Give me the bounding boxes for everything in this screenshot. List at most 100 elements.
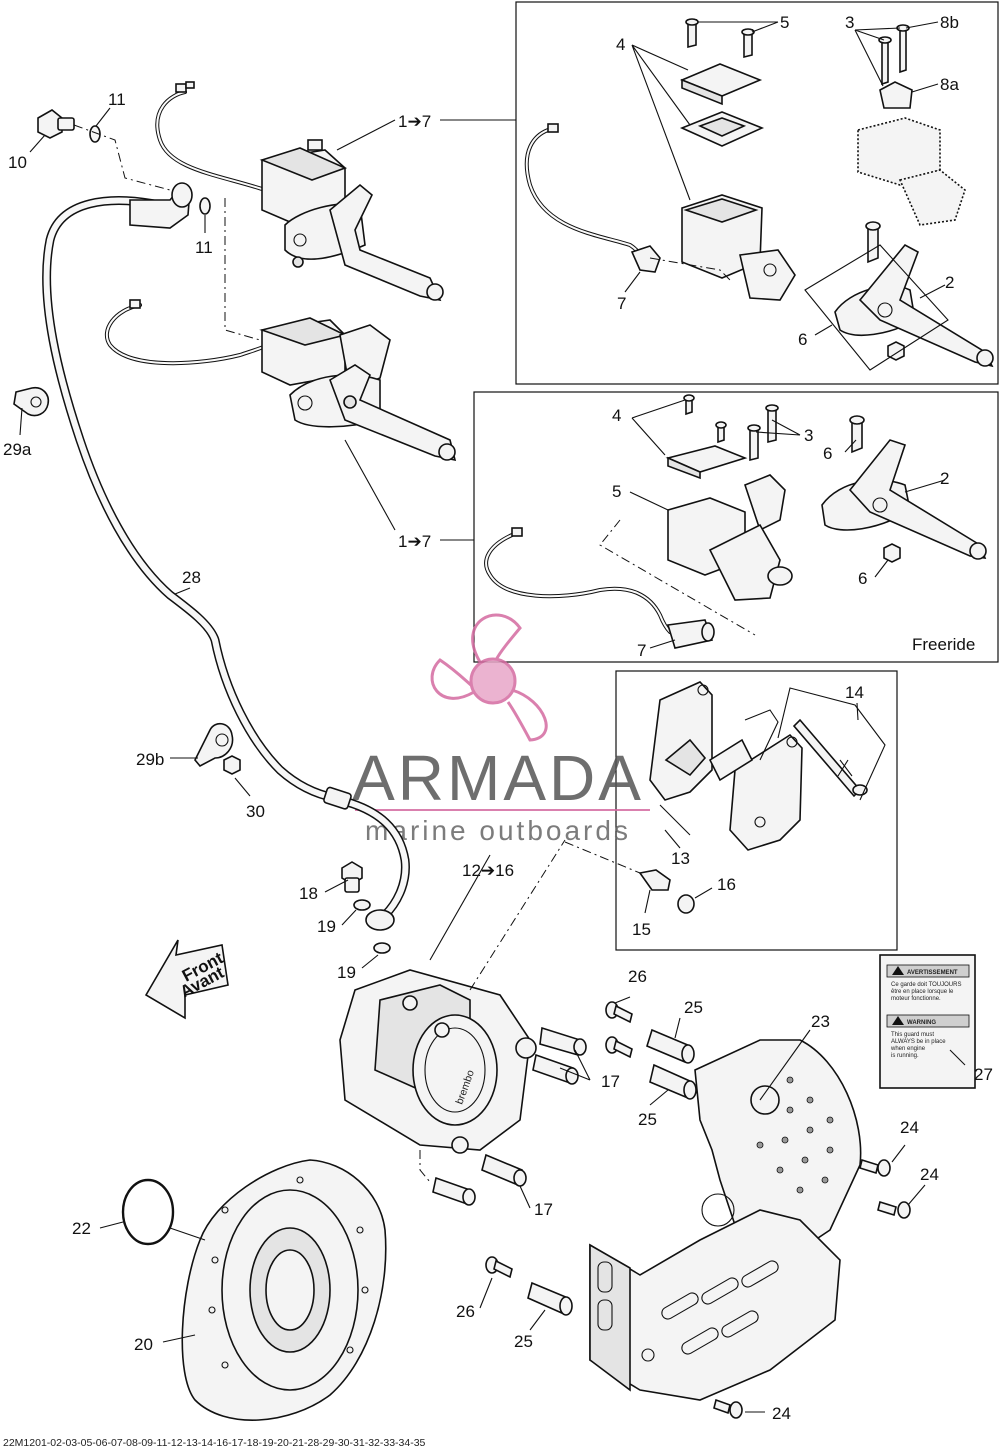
screw-26c	[485, 1256, 513, 1279]
banjo-bolt-18	[341, 861, 363, 893]
callout-10: 10	[8, 153, 27, 172]
brake-hose	[42, 182, 410, 931]
warning-fr-line-2: être en place lorsque le	[891, 989, 954, 995]
warning-en-line-4: is running.	[891, 1053, 919, 1059]
callout-26a: 26	[628, 967, 647, 986]
warning-en-title: WARNING	[907, 1020, 936, 1026]
callout-17a: 17	[601, 1072, 620, 1091]
caliper-bolt-17d	[432, 1176, 476, 1206]
inset-box-freeride	[473, 391, 999, 663]
screw-24b	[877, 1200, 911, 1219]
banjo-bolt-10	[37, 109, 75, 139]
callout-8a: 8a	[940, 75, 959, 94]
callout-23: 23	[811, 1012, 830, 1031]
callout-29a: 29a	[3, 440, 32, 459]
callout-6b: 6	[823, 444, 832, 463]
callout-3a: 3	[845, 13, 854, 32]
callout-30: 30	[246, 802, 265, 821]
caliper-bolt-17a	[539, 1026, 587, 1057]
screw-24c	[713, 1398, 743, 1419]
callout-6c: 6	[858, 569, 867, 588]
leader-lines	[19, 21, 966, 1413]
inset-brake-pads-parts	[564, 681, 886, 914]
ghosted-master-cylinder	[857, 117, 966, 226]
sealing-washer-19a	[353, 899, 371, 911]
callout-5b: 5	[612, 482, 621, 501]
callout-27: 27	[974, 1065, 993, 1084]
armada-watermark: ARMADA marine outboards	[352, 613, 650, 846]
warning-fr-line-1: Ce garde doit TOUJOURS	[891, 982, 961, 988]
callout-25b: 25	[638, 1110, 657, 1129]
callout-28: 28	[182, 568, 201, 587]
callout-26b: 26	[456, 1302, 475, 1321]
inset-master-cylinder-parts	[524, 18, 994, 371]
callout-20: 20	[134, 1335, 153, 1354]
callout-22: 22	[72, 1219, 91, 1238]
callout-15: 15	[632, 920, 651, 939]
callout-4b: 4	[612, 406, 621, 425]
sealing-washer-19b	[373, 942, 391, 954]
warning-en-line-2: ALWAYS be in place	[891, 1039, 946, 1045]
watermark-brand: ARMADA	[352, 742, 644, 814]
callout-3b: 3	[804, 426, 813, 445]
callout-7b: 7	[637, 641, 646, 660]
callout-11a: 11	[108, 90, 126, 109]
callout-8b: 8b	[940, 13, 959, 32]
callout-13: 13	[671, 849, 690, 868]
callout-4a: 4	[616, 35, 625, 54]
warning-fr-line-3: moteur fonctionne.	[891, 996, 941, 1002]
callout-18: 18	[299, 884, 318, 903]
freeride-caption: Freeride	[912, 635, 975, 654]
callout-25a: 25	[684, 998, 703, 1017]
guard-mounting-bracket	[589, 1193, 841, 1401]
master-cylinder-assembly-upper	[155, 81, 444, 302]
spacer-25a	[646, 1028, 695, 1064]
screw-24a	[859, 1158, 891, 1177]
screw-26a	[605, 1001, 633, 1024]
callout-12-16: 12➔16	[462, 861, 514, 880]
o-ring-22	[121, 1178, 175, 1246]
caliper-bolt-17b	[532, 1053, 579, 1085]
callout-24c: 24	[772, 1404, 791, 1423]
warning-fr-title: AVERTISSEMENT	[907, 970, 958, 976]
warning-en-line-3: when engine	[890, 1046, 926, 1052]
callout-5a: 5	[780, 13, 789, 32]
disc-guard	[694, 1039, 862, 1251]
p-clamp-29b	[194, 722, 234, 768]
front-direction-arrow: Front Avant	[144, 939, 229, 1020]
nut-30	[223, 755, 241, 775]
master-cylinder-assembly-lower	[104, 299, 457, 462]
callout-24b: 24	[920, 1165, 939, 1184]
callout-19b: 19	[337, 963, 356, 982]
callout-2b: 2	[940, 469, 949, 488]
callout-1-7-upper: 1➔7	[398, 112, 431, 131]
p-clamp-29a	[13, 386, 50, 417]
sealing-washer-11b	[199, 197, 211, 215]
callout-labels: 10 11 11 1➔7 1➔7 29a 28 29b 30 12➔16 18 …	[3, 13, 993, 1423]
callout-25c: 25	[514, 1332, 533, 1351]
watermark-tagline: marine outboards	[365, 815, 631, 846]
brake-disc	[181, 1159, 387, 1421]
warning-en-line-1: This guard must	[891, 1032, 934, 1038]
caliper-bolt-17c	[481, 1153, 527, 1187]
callout-19a: 19	[317, 917, 336, 936]
screw-26b	[605, 1036, 633, 1059]
spacer-25c	[527, 1281, 573, 1316]
callout-14: 14	[845, 683, 864, 702]
spacer-25b	[649, 1063, 697, 1100]
callout-11b: 11	[195, 238, 213, 257]
inset-freeride-parts: Freeride	[484, 394, 987, 654]
callout-2a: 2	[945, 273, 954, 292]
callout-29b: 29b	[136, 750, 164, 769]
callout-1-7-lower: 1➔7	[398, 532, 431, 551]
callout-17b: 17	[534, 1200, 553, 1219]
diagram-reference-code: 22M1201-02-03-05-06-07-08-09-11-12-13-14…	[3, 1437, 426, 1449]
inset-box-master-cylinder	[515, 1, 999, 385]
callout-6a: 6	[798, 330, 807, 349]
propeller-logo	[430, 613, 548, 742]
callout-7a: 7	[617, 294, 626, 313]
callout-16: 16	[717, 875, 736, 894]
brake-caliper: brembo	[339, 969, 537, 1154]
warning-label-decal: AVERTISSEMENT Ce garde doit TOUJOURS êtr…	[879, 954, 976, 1089]
